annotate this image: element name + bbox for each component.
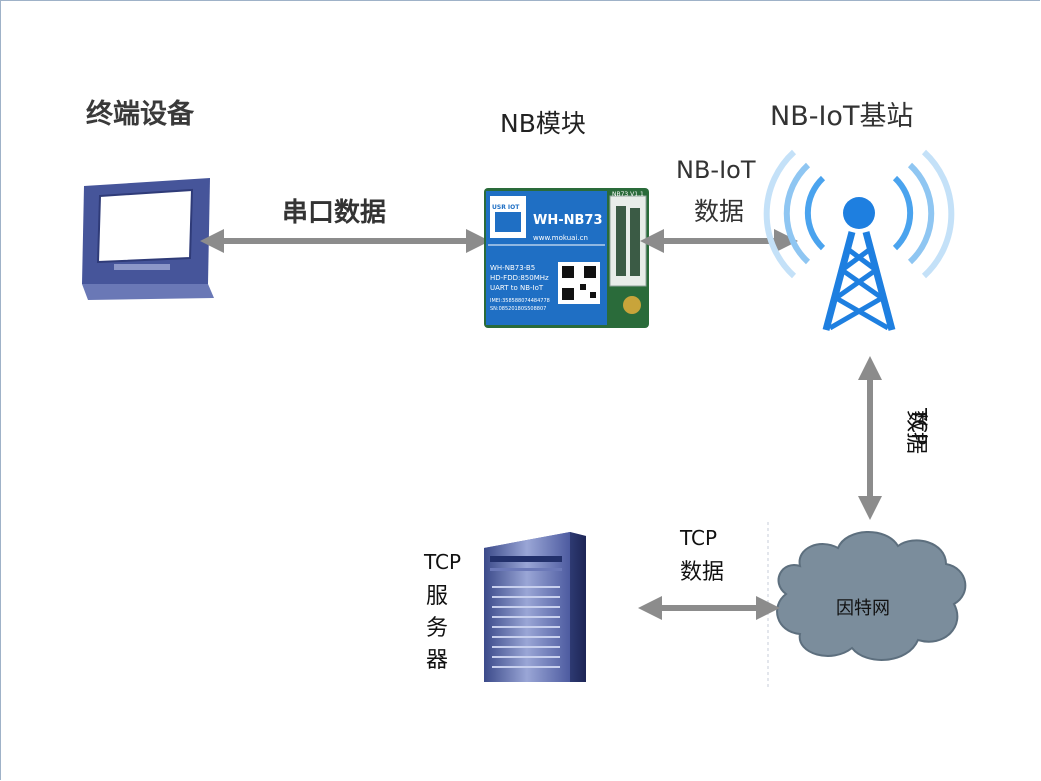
internet-cloud-icon <box>776 531 967 661</box>
tcp-vertical-label-2: 数据 <box>903 410 928 455</box>
module-line5: SN:08520180S508807 <box>490 306 546 312</box>
server-icon <box>484 532 586 682</box>
module-line3: UART to NB-IoT <box>490 284 544 292</box>
server-label-3: 务 <box>426 616 449 641</box>
module-line2: HD-FDD:850MHz <box>490 274 549 282</box>
module-line4: IMEI:358588074484778 <box>490 298 550 304</box>
server-label-2: 服 <box>426 584 449 609</box>
module-logo-text: USR IOT <box>492 204 520 211</box>
base-station-icon <box>763 149 955 331</box>
nbiot-data-label-2: 数据 <box>694 197 745 226</box>
internet-label: 因特网 <box>836 598 890 619</box>
module-line1: WH-NB73-B5 <box>490 264 535 272</box>
nb-module-image <box>484 188 649 328</box>
computer-icon <box>82 178 214 300</box>
module-tag: NB73 V1.1 <box>612 191 644 198</box>
tcp-horizontal-label-1: TCP <box>680 526 718 550</box>
server-label-4: 器 <box>426 648 449 673</box>
module-url: www.mokuai.cn <box>533 234 588 242</box>
module-brand: WH-NB73 <box>533 213 603 228</box>
nbiot-data-label-1: NB-IoT <box>676 156 756 184</box>
serial-data-label: 串口数据 <box>282 198 387 228</box>
server-label-1: TCP <box>424 550 462 574</box>
base-station-label: NB-IoT基站 <box>770 101 914 132</box>
tcp-horizontal-label-2: 数据 <box>680 560 725 585</box>
terminal-label: 终端设备 <box>86 99 194 130</box>
nb-module-label: NB模块 <box>500 109 586 138</box>
